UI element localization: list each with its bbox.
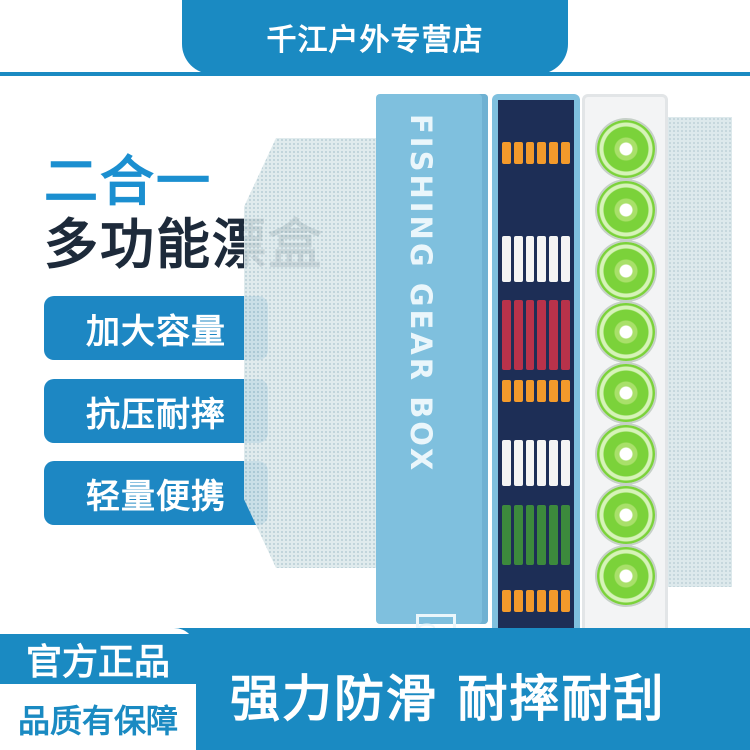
fishing-float-icon (525, 590, 535, 612)
float-row (502, 380, 570, 402)
fishing-float-icon (525, 236, 535, 282)
fishing-float-icon (525, 380, 535, 402)
quality-guarantee-label: 品质有保障 (17, 702, 178, 740)
fishing-float-icon (561, 590, 570, 612)
line-spool-icon (597, 120, 655, 178)
line-spool-icon (597, 425, 655, 483)
fishing-float-icon (537, 380, 547, 402)
lid-brand-text: FISHING GEAR BOX (404, 114, 438, 474)
fishing-float-icon (525, 440, 535, 486)
official-genuine-label: 官方正品 (0, 634, 196, 684)
fishing-float-icon (561, 380, 570, 402)
fishing-float-icon (561, 300, 570, 370)
fishing-float-icon (549, 380, 559, 402)
fishing-float-icon (513, 590, 523, 612)
line-spool-icon (597, 486, 655, 544)
fishing-float-icon (513, 236, 523, 282)
fishing-float-icon (502, 300, 511, 370)
fishing-float-icon (502, 142, 511, 164)
fishing-float-icon (549, 590, 559, 612)
feature-capacity-badge: 加大容量 (44, 296, 268, 360)
fishing-float-icon (502, 236, 511, 282)
line-spool-icon (597, 242, 655, 300)
float-row (502, 142, 570, 164)
line-spool-icon (597, 303, 655, 361)
fishing-float-icon (537, 505, 547, 565)
line-spool-icon (597, 181, 655, 239)
feature-portable-badge: 轻量便携 (44, 461, 268, 525)
fishing-float-icon (502, 505, 511, 565)
float-row (502, 440, 570, 486)
feature-durable-badge: 抗压耐摔 (44, 379, 268, 443)
line-spool-icon (597, 364, 655, 422)
fishing-float-icon (549, 505, 559, 565)
fishing-float-icon (513, 380, 523, 402)
headline-two-in-one: 二合一 (44, 150, 212, 213)
fishing-float-icon (549, 142, 559, 164)
fishing-float-icon (525, 300, 535, 370)
fishing-float-icon (549, 300, 559, 370)
fishing-float-icon (537, 236, 547, 282)
fishing-float-icon (537, 142, 547, 164)
fishing-float-icon (537, 300, 547, 370)
float-row (502, 505, 570, 565)
float-row (502, 236, 570, 282)
fishing-float-icon (537, 590, 547, 612)
fishing-float-icon (513, 440, 523, 486)
fishing-float-icon (561, 440, 570, 486)
fishing-float-icon (502, 590, 511, 612)
fishing-float-icon (513, 300, 523, 370)
line-spool-icon (597, 547, 655, 605)
fishing-float-icon (549, 236, 559, 282)
fishing-float-icon (525, 142, 535, 164)
store-name-banner: 千江户外专营店 (182, 0, 568, 74)
fishing-float-icon (561, 505, 570, 565)
fishing-float-icon (513, 505, 523, 565)
fishing-float-icon (525, 505, 535, 565)
fishing-float-icon (513, 142, 523, 164)
float-row (502, 300, 570, 370)
official-badge: 官方正品 品质有保障 (0, 628, 196, 750)
fishing-float-icon (561, 236, 570, 282)
box-lid (376, 94, 488, 624)
fishing-float-icon (502, 380, 511, 402)
top-accent-line (0, 72, 750, 76)
bottom-slogan: 强力防滑 耐摔耐刮 (230, 670, 666, 728)
fishing-float-icon (549, 440, 559, 486)
fishing-float-icon (561, 142, 570, 164)
box-lid-print: FISHING GEAR BOX 550 (376, 94, 488, 664)
fishing-float-icon (502, 440, 511, 486)
float-row (502, 590, 570, 612)
fishing-float-icon (537, 440, 547, 486)
